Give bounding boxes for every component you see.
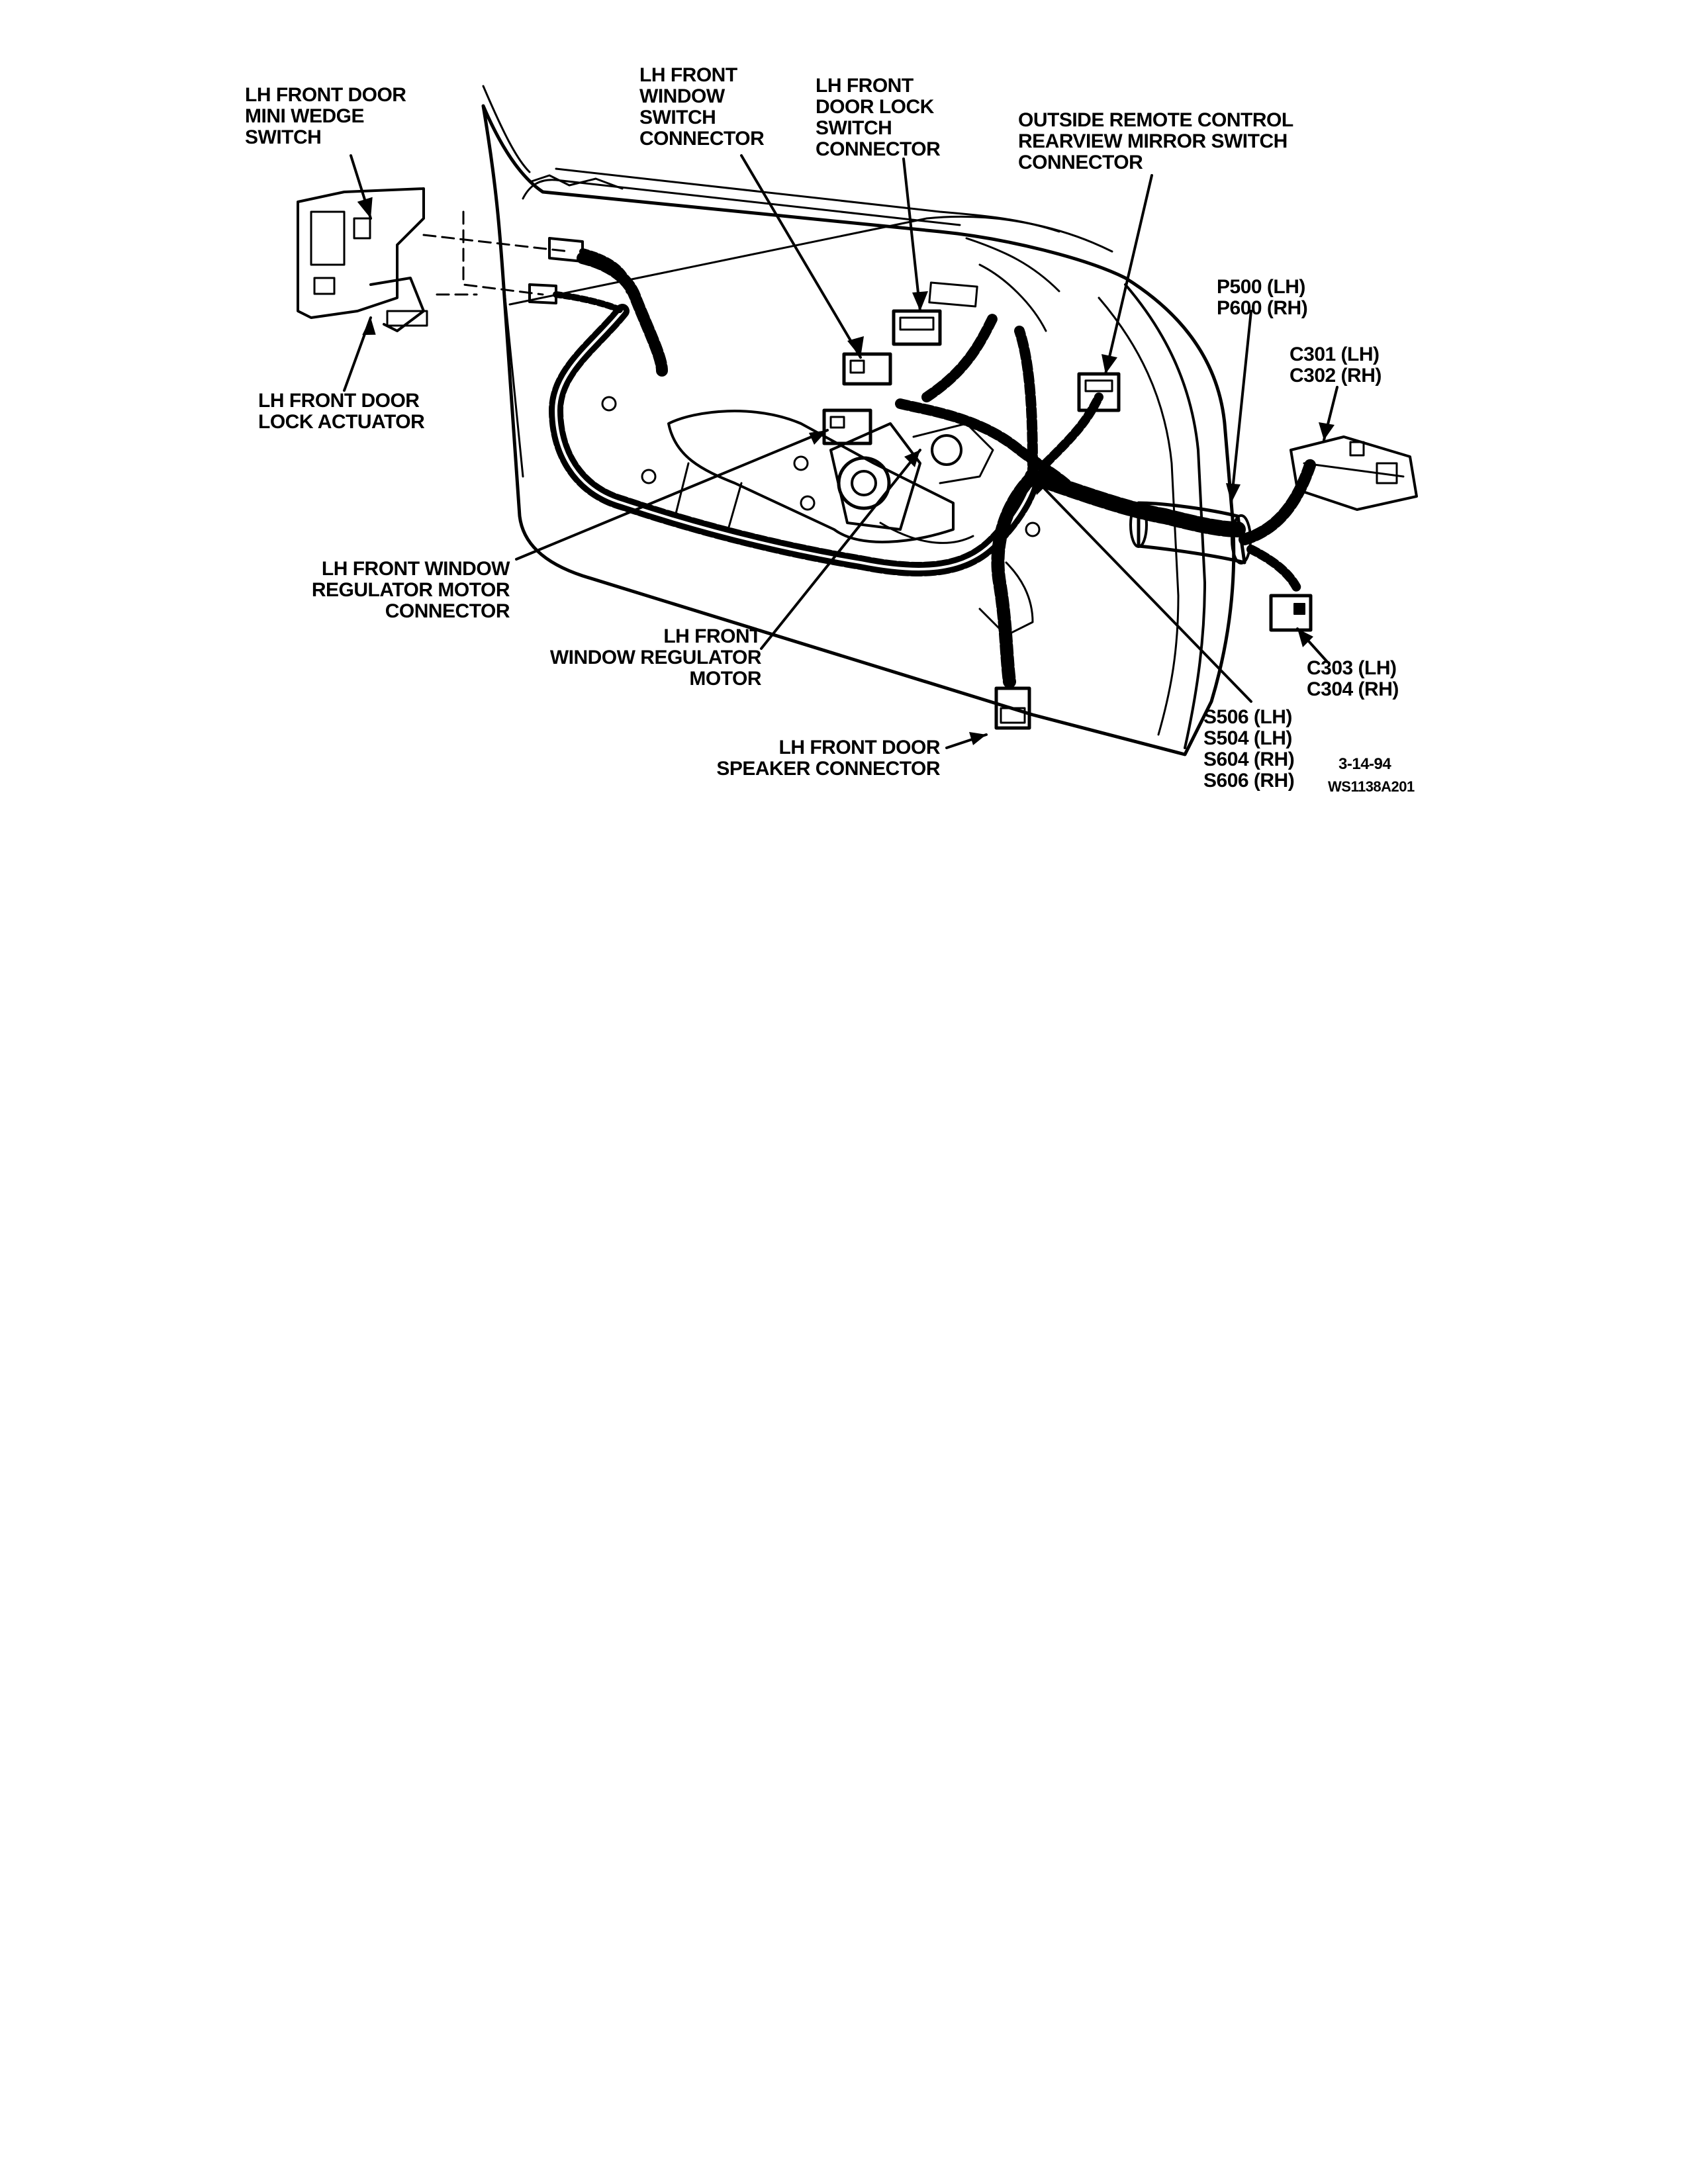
label-regulator-motor-connector: LH FRONT WINDOW REGULATOR MOTOR CONNECTO… [311,558,510,622]
harness-loop [549,304,1040,576]
figure-id: WS1138A201 [1328,778,1415,795]
mirror-switch-connector [1077,372,1121,412]
label-window-switch-connector: LH FRONT WINDOW SWITCH CONNECTOR [639,64,765,150]
figure-date: 3-14-94 [1338,755,1391,773]
label-p500-p600: P500 (LH) P600 (RH) [1217,276,1308,319]
c303-connector [1269,594,1313,632]
label-door-lock-switch-connector: LH FRONT DOOR LOCK SWITCH CONNECTOR [816,75,941,160]
harness-trunk [1025,469,1246,537]
door-pillar-inner [1098,296,1180,736]
speaker-connector [994,686,1031,730]
mini-wedge-switch-icon [297,187,425,319]
door-lock-switch-connector [892,309,942,346]
arrowheads [357,197,1335,745]
window-switch-connector [842,352,892,386]
speaker-harness [991,470,1039,688]
leader-lines [343,154,1338,749]
label-speaker-connector: LH FRONT DOOR SPEAKER CONNECTOR [716,737,940,780]
label-mini-wedge-switch: LH FRONT DOOR MINI WEDGE SWITCH [245,84,406,148]
door-wiring-illustration [297,85,1418,756]
label-c303-c304: C303 (LH) C304 (RH) [1307,657,1399,700]
label-lock-actuator: LH FRONT DOOR LOCK ACTUATOR [258,390,425,433]
regulator-motor-connector [822,408,872,445]
regulator-panel [667,410,955,543]
label-mirror-switch-connector: OUTSIDE REMOTE CONTROL REARVIEW MIRROR S… [1018,109,1293,173]
door-pillar [1124,283,1206,749]
label-regulator-motor: LH FRONT WINDOW REGULATOR MOTOR [549,625,762,690]
c301-connector [1289,435,1418,511]
door-top-line [555,167,1060,233]
regulator-motor-icon [837,456,891,510]
label-c301-c302: C301 (LH) C302 (RH) [1289,343,1382,387]
label-splices: S506 (LH) S504 (LH) S604 (RH) S606 (RH) [1203,706,1295,792]
door-window-frame [522,179,961,226]
